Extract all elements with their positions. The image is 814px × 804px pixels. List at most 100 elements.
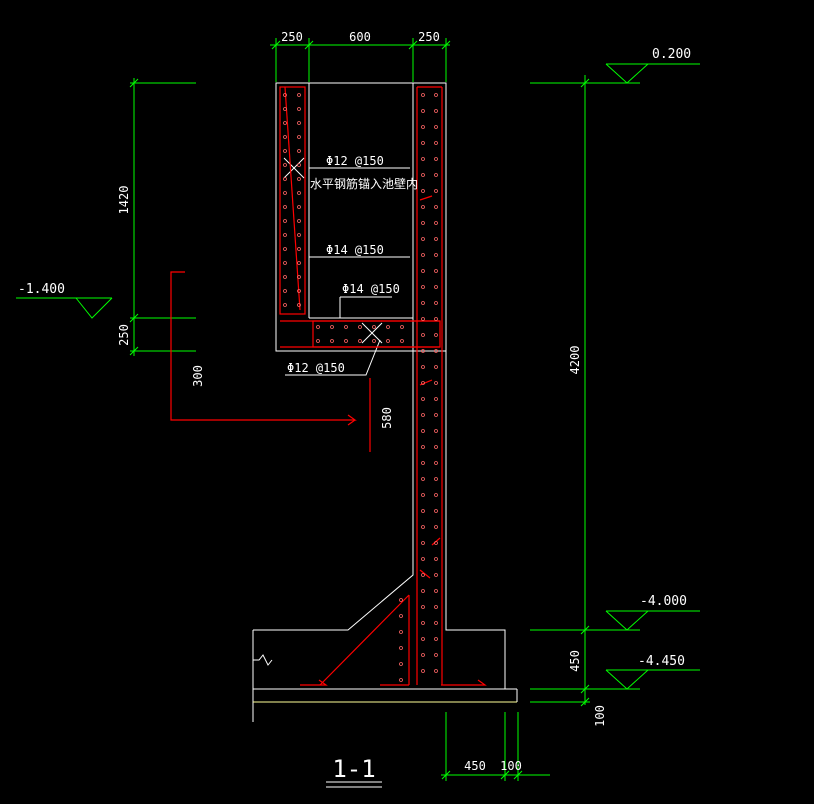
rebar-dot	[421, 317, 425, 321]
rebar-dot	[399, 614, 403, 618]
rebar-dot	[434, 93, 438, 97]
rebar-dot	[283, 261, 287, 265]
rebar-dot	[434, 125, 438, 129]
rebar-dot	[434, 381, 438, 385]
rebar-dot	[283, 121, 287, 125]
rebar-dot	[434, 397, 438, 401]
rebar-dot	[297, 219, 301, 223]
rebar-dot	[434, 461, 438, 465]
rebar-dot	[421, 173, 425, 177]
rebar-label-3: Φ14 @150	[342, 282, 400, 296]
rebar-dot	[434, 525, 438, 529]
rebar-dot	[434, 541, 438, 545]
rebar-dot	[434, 605, 438, 609]
rebar-dot	[421, 221, 425, 225]
rebar-dot	[297, 135, 301, 139]
dim-top-middle: 600	[349, 30, 371, 44]
rebar-dot	[344, 325, 348, 329]
dim-top-right: 250	[418, 30, 440, 44]
elevation-mid: -4.000	[640, 594, 687, 609]
rebar-dot	[283, 107, 287, 111]
rebar-dot	[421, 541, 425, 545]
rebar-dot	[421, 381, 425, 385]
rebar-dot	[421, 637, 425, 641]
dim-left-1420: 1420	[117, 186, 131, 215]
rebar-dot	[283, 233, 287, 237]
rebar-dot	[434, 253, 438, 257]
rebar-dot	[421, 461, 425, 465]
dim-bottom-450: 450	[464, 759, 486, 773]
rebar-dot	[358, 325, 362, 329]
rebar-label-1: Φ12 @150	[326, 154, 384, 168]
elevation-top: 0.200	[652, 47, 691, 62]
rebar-dot	[344, 339, 348, 343]
rebar-dot	[297, 247, 301, 251]
rebar-dot	[434, 189, 438, 193]
rebar-dot	[434, 445, 438, 449]
rebar-dot	[434, 413, 438, 417]
rebar-dot	[421, 349, 425, 353]
rebar-dot	[434, 157, 438, 161]
rebar-dot	[283, 191, 287, 195]
rebar-dot	[283, 289, 287, 293]
dim-left-250: 250	[117, 324, 131, 346]
rebar-dot	[434, 589, 438, 593]
elevation-bottom: -4.450	[638, 654, 685, 669]
rebar-dot	[297, 205, 301, 209]
rebar-dot	[316, 339, 320, 343]
rebar-dot	[434, 509, 438, 513]
rebar-dot	[434, 349, 438, 353]
rebar-dot	[297, 121, 301, 125]
rebar-dot	[283, 177, 287, 181]
rebar-dot	[283, 247, 287, 251]
rebar-dot	[330, 339, 334, 343]
concrete-outline	[252, 82, 518, 788]
dim-bottom-100: 100	[500, 759, 522, 773]
rebar-dot	[421, 189, 425, 193]
rebar-dot	[283, 135, 287, 139]
rebar-dot	[421, 605, 425, 609]
bend-dim-580: 580	[380, 407, 394, 429]
rebar-dot	[297, 107, 301, 111]
rebar-dot	[434, 109, 438, 113]
rebar-dot	[283, 205, 287, 209]
rebar-dot	[297, 149, 301, 153]
rebar-dot	[421, 573, 425, 577]
rebar-dot	[421, 333, 425, 337]
rebar-dot	[421, 413, 425, 417]
rebar-dot	[421, 285, 425, 289]
rebar-dot	[421, 301, 425, 305]
rebar-dot	[283, 275, 287, 279]
rebar-dot	[372, 339, 376, 343]
rebar-dot	[421, 365, 425, 369]
rebar-dot	[434, 653, 438, 657]
rebar-dot	[297, 93, 301, 97]
rebar-dot	[434, 173, 438, 177]
rebar-dot	[421, 429, 425, 433]
rebar-dot	[434, 365, 438, 369]
rebar-dot	[421, 525, 425, 529]
rebar-dot	[434, 237, 438, 241]
rebar-dot	[434, 557, 438, 561]
rebar-dot	[421, 253, 425, 257]
rebar-dot	[399, 678, 403, 682]
rebar-dot	[283, 93, 287, 97]
dim-top-left: 250	[281, 30, 303, 44]
rebar-dot	[283, 219, 287, 223]
rebar-dot	[421, 509, 425, 513]
rebar-dot	[372, 325, 376, 329]
rebar-dot	[297, 177, 301, 181]
rebar-dot	[421, 157, 425, 161]
rebar-dot	[421, 205, 425, 209]
rebar-dot	[434, 621, 438, 625]
rebar-dot	[399, 662, 403, 666]
rebar-dot	[283, 149, 287, 153]
rebar-dot	[434, 221, 438, 225]
rebar-dot	[399, 646, 403, 650]
rebar-dot	[400, 339, 404, 343]
rebar-dot	[434, 269, 438, 273]
rebar-dot	[297, 303, 301, 307]
rebar-dot	[421, 589, 425, 593]
rebar-dot	[434, 477, 438, 481]
